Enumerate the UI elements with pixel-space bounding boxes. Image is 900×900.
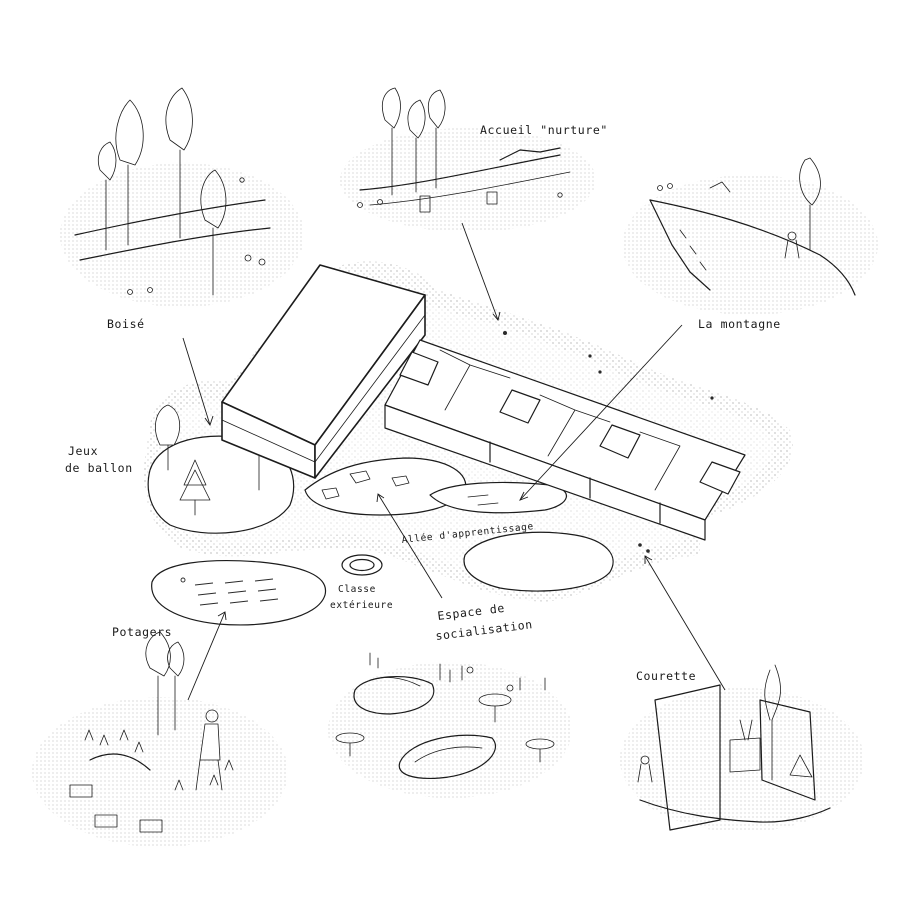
vignette-montagne xyxy=(649,157,856,296)
vignette-socialisation xyxy=(335,652,555,780)
vignette-boise-bg xyxy=(60,163,304,307)
label-jeux-1: Jeux xyxy=(68,444,98,458)
potager-rows xyxy=(180,577,279,606)
site-dots xyxy=(503,331,714,553)
courette-area xyxy=(463,531,614,592)
label-accueil: Accueil "nurture" xyxy=(480,123,608,137)
label-jeux-2: de ballon xyxy=(65,461,133,475)
vignette-socialisation-bg xyxy=(328,662,572,798)
vignette-montagne-bg xyxy=(622,175,878,315)
main-building xyxy=(221,264,426,479)
label-courette: Courette xyxy=(636,669,696,683)
vignette-boise xyxy=(74,87,271,296)
allee-stones xyxy=(321,470,499,506)
label-espace-1: Espace de xyxy=(437,601,506,623)
annotation-arrows xyxy=(182,222,726,701)
court-area xyxy=(429,481,568,514)
vignette-courette xyxy=(637,664,831,831)
vignette-potagers-bg xyxy=(32,697,288,847)
label-classe-1: Classe xyxy=(338,584,376,595)
arrow-boise xyxy=(182,337,211,426)
jeux-de-ballon-area xyxy=(147,435,295,534)
vignette-accueil xyxy=(357,87,571,213)
label-potagers: Potagers xyxy=(112,625,172,639)
label-classe-2: extérieure xyxy=(330,600,393,611)
arrow-espace xyxy=(377,493,443,599)
arrow-montagne xyxy=(519,324,683,501)
label-boise: Boisé xyxy=(107,317,145,331)
arrow-accueil xyxy=(461,222,499,321)
arrow-courette xyxy=(644,555,726,691)
label-montagne: La montagne xyxy=(698,317,781,331)
vignette-potagers xyxy=(69,631,234,833)
classe-exterieure-ring xyxy=(341,554,383,576)
arrow-potagers xyxy=(187,611,226,701)
potagers-plot xyxy=(151,560,327,626)
vignette-accueil-bg xyxy=(340,128,596,232)
